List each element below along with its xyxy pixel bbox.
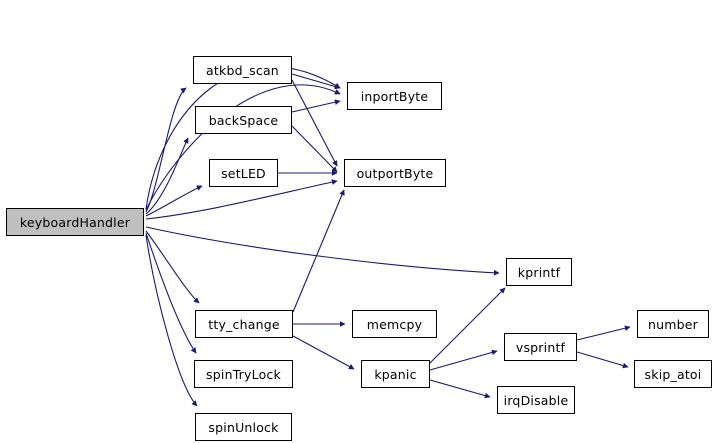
edge-tty_change-to-outportByte	[292, 189, 345, 313]
edge-keyboardHandler-to-kprintf	[145, 226, 500, 276]
node-inportByte[interactable]: inportByte	[347, 82, 442, 110]
edge-kpanic-to-vsprintf	[429, 349, 498, 371]
node-label: backSpace	[208, 112, 279, 128]
node-label: number	[648, 316, 698, 332]
node-label: atkbd_scan	[206, 62, 279, 78]
node-label: memcpy	[366, 316, 423, 332]
edge-keyboardHandler-to-spinUnlock	[145, 234, 198, 407]
node-spinUnlock[interactable]: spinUnlock	[195, 413, 292, 441]
node-label: skip_atoi	[644, 366, 702, 382]
node-vsprintf[interactable]: vsprintf	[504, 333, 577, 361]
edge-vsprintf-to-skip_atoi	[576, 351, 629, 369]
node-setLED[interactable]: setLED	[209, 159, 278, 187]
node-kprintf[interactable]: kprintf	[506, 258, 572, 286]
edge-backSpace-to-inportByte	[291, 99, 341, 113]
node-outportByte[interactable]: outportByte	[344, 159, 446, 187]
edge-keyboardHandler-to-atkbd_scan	[145, 87, 187, 213]
node-label: keyboardHandler	[19, 214, 131, 230]
node-label: kprintf	[517, 264, 561, 280]
node-label: vsprintf	[515, 339, 566, 355]
node-label: setLED	[221, 165, 266, 181]
edge-keyboardHandler-to-setLED	[145, 185, 203, 217]
node-backSpace[interactable]: backSpace	[195, 106, 292, 134]
node-atkbd_scan[interactable]: atkbd_scan	[193, 56, 292, 84]
node-keyboardHandler[interactable]: keyboardHandler	[6, 208, 144, 236]
node-spinTryLock[interactable]: spinTryLock	[194, 360, 293, 388]
node-label: inportByte	[360, 88, 429, 104]
node-label: kpanic	[374, 366, 417, 382]
node-label: tty_change	[208, 316, 280, 332]
edge-keyboardHandler-to-inportByte	[145, 84, 341, 211]
edge-keyboardHandler-to-tty_change	[145, 230, 200, 304]
edge-tty_change-to-kpanic	[292, 335, 355, 370]
edge-kpanic-to-kprintf	[429, 287, 506, 364]
edge-keyboardHandler-to-inportByte	[145, 66, 341, 210]
edge-keyboardHandler-to-spinTryLock	[145, 232, 197, 354]
edge-paths	[145, 66, 631, 407]
edge-atkbd_scan-to-inportByte	[291, 73, 341, 90]
node-tty_change[interactable]: tty_change	[195, 310, 293, 338]
edge-keyboardHandler-to-outportByte	[145, 179, 338, 220]
node-number[interactable]: number	[637, 310, 709, 338]
node-label: outportByte	[356, 165, 434, 181]
node-label: irqDisable	[503, 392, 569, 408]
node-memcpy[interactable]: memcpy	[352, 310, 437, 338]
node-label: spinTryLock	[206, 366, 281, 382]
node-skip_atoi[interactable]: skip_atoi	[634, 360, 712, 388]
edge-kpanic-to-irqDisable	[429, 379, 491, 399]
node-kpanic[interactable]: kpanic	[361, 360, 430, 388]
node-irqDisable[interactable]: irqDisable	[497, 386, 575, 414]
edge-keyboardHandler-to-backSpace	[145, 137, 189, 215]
node-label: spinUnlock	[208, 419, 279, 435]
edge-backSpace-to-outportByte	[291, 125, 338, 173]
edge-vsprintf-to-number	[576, 325, 631, 341]
edge-atkbd_scan-to-outportByte	[291, 79, 338, 167]
